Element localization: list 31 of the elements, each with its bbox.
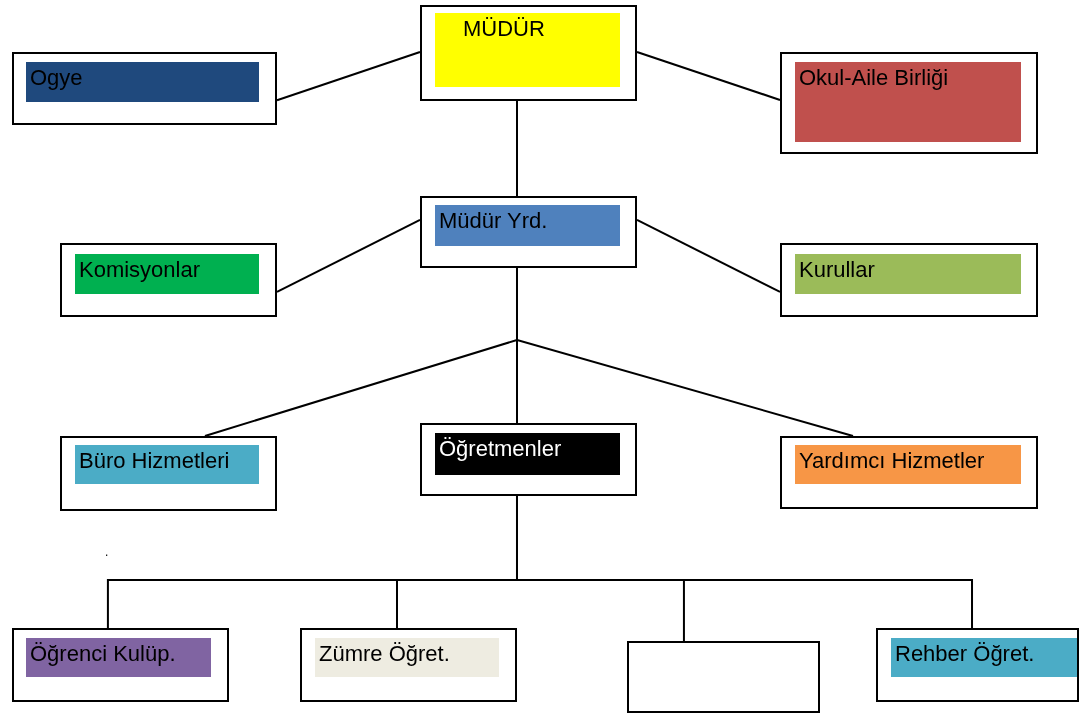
org-box — [12, 628, 229, 702]
org-box — [627, 641, 820, 713]
title-label: Müdür Yrd. — [435, 205, 620, 246]
title-label: Öğrenci Kulüp. — [26, 638, 211, 677]
connector-line — [516, 100, 518, 197]
title-label: MÜDÜR — [435, 13, 620, 87]
org-box — [780, 52, 1038, 154]
connector-line — [636, 219, 781, 293]
title-label: Okul-Aile Birliği — [795, 62, 1021, 142]
note-text: . — [105, 545, 109, 559]
org-box — [876, 628, 1079, 702]
org-box — [420, 5, 637, 101]
title-label: Ogye — [26, 62, 259, 102]
title-label: Büro Hizmetleri — [75, 445, 259, 484]
title-label: Yardımcı Hizmetler — [795, 445, 1021, 484]
org-box — [420, 196, 637, 268]
title-label: Kurullar — [795, 254, 1021, 294]
org-box — [420, 423, 637, 496]
org-box — [12, 52, 277, 125]
connector-line — [636, 51, 781, 101]
org-box — [60, 243, 277, 317]
title-label: Komisyonlar — [75, 254, 259, 294]
connector-line — [276, 51, 421, 102]
connector-line — [276, 219, 421, 293]
org-box — [780, 436, 1038, 509]
org-box — [60, 436, 277, 511]
org-box — [300, 628, 517, 702]
title-label: Öğretmenler — [435, 433, 620, 475]
title-label: Zümre Öğret. — [315, 638, 499, 677]
org-box — [780, 243, 1038, 317]
title-label: Rehber Öğret. — [891, 638, 1077, 677]
